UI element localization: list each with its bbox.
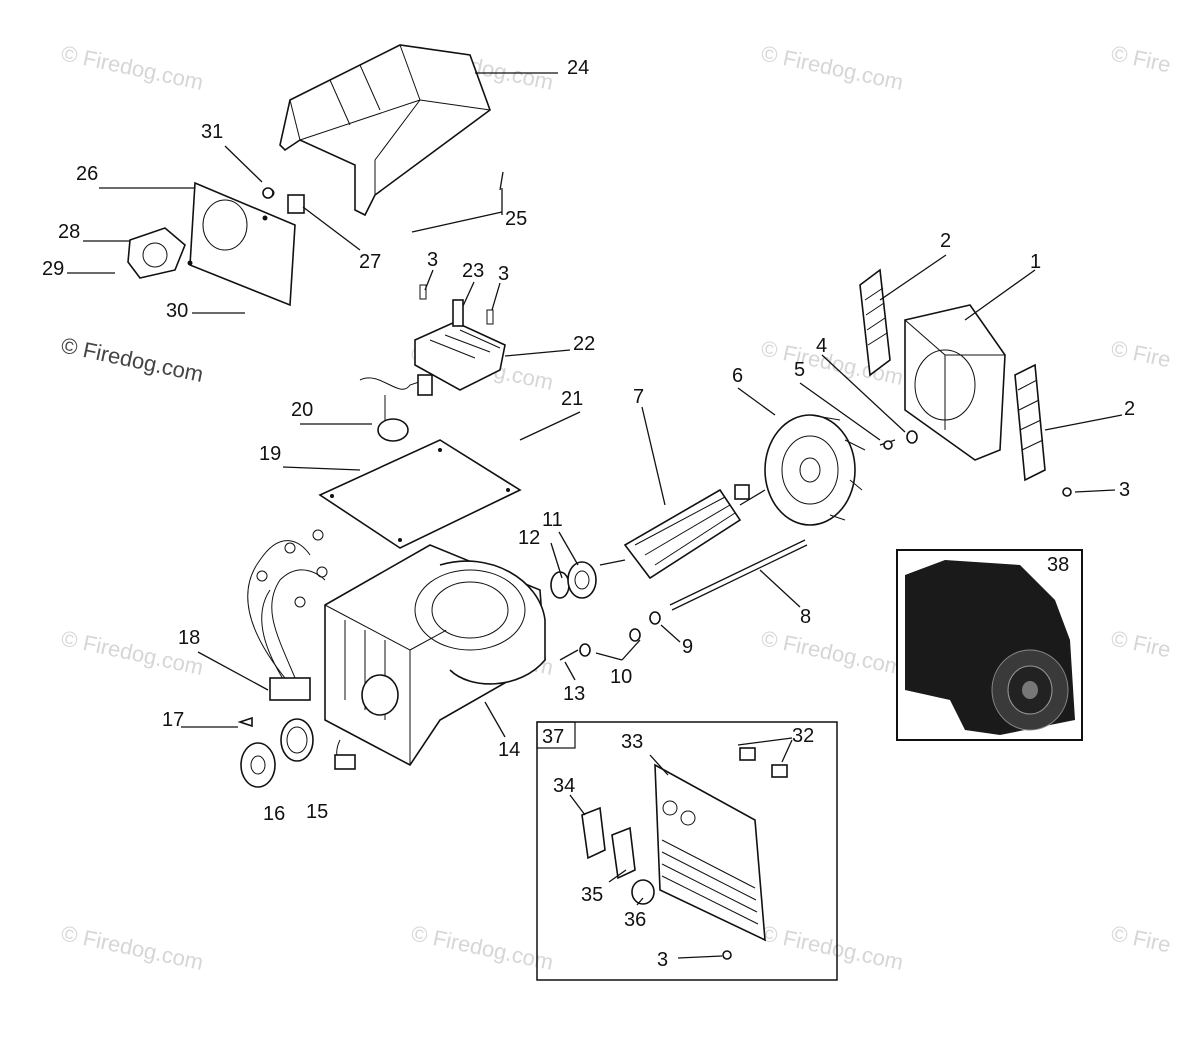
part-14-stator-housing bbox=[324, 544, 546, 770]
callout-19: 19 bbox=[259, 443, 281, 465]
callout-2: 2 bbox=[1124, 398, 1135, 420]
callout-17: 17 bbox=[162, 709, 184, 731]
callout-1: 1 bbox=[1030, 251, 1041, 273]
callout-labels: 24 31 26 25 28 27 29 30 3 23 3 22 20 19 … bbox=[42, 57, 1135, 971]
callout-21: 21 bbox=[561, 388, 583, 410]
part-1-end-bell bbox=[904, 304, 1006, 461]
callout-13: 13 bbox=[563, 683, 585, 705]
part-28-outlet bbox=[127, 227, 186, 279]
part-10-nut bbox=[579, 628, 641, 657]
watermark: © Firedog.com bbox=[759, 920, 906, 975]
callout-24: 24 bbox=[567, 57, 589, 79]
part-11-bearing bbox=[567, 561, 597, 599]
watermark: © Firedog.com bbox=[759, 40, 906, 95]
callout-23: 23 bbox=[462, 260, 484, 282]
watermark: © Fire bbox=[1109, 335, 1173, 372]
part-6-fan bbox=[764, 414, 866, 526]
watermark-prominent: © Firedog.com bbox=[59, 332, 206, 387]
callout-16: 16 bbox=[263, 803, 285, 825]
callout-31: 31 bbox=[201, 121, 223, 143]
callout-34: 34 bbox=[553, 775, 575, 797]
callout-29: 29 bbox=[42, 258, 64, 280]
callout-12: 12 bbox=[518, 527, 540, 549]
callout-38: 38 bbox=[1047, 554, 1069, 576]
part-17-screw bbox=[237, 716, 253, 728]
callout-3: 3 bbox=[427, 249, 438, 271]
callout-36: 36 bbox=[624, 909, 646, 931]
part-4-washer bbox=[906, 430, 918, 444]
part-15-bearing bbox=[280, 718, 314, 762]
callout-5: 5 bbox=[794, 359, 805, 381]
callout-10: 10 bbox=[610, 666, 632, 688]
callout-32: 32 bbox=[792, 725, 814, 747]
inset-37-control-panel bbox=[536, 721, 838, 981]
callout-30: 30 bbox=[166, 300, 188, 322]
part-5-bolt bbox=[879, 439, 896, 450]
callout-6: 6 bbox=[732, 365, 743, 387]
part-16-end-cap bbox=[240, 742, 276, 788]
part-2-grille-upper bbox=[859, 268, 891, 377]
callout-9: 9 bbox=[682, 636, 693, 658]
part-2-grille-lower bbox=[1014, 363, 1046, 482]
watermark: © Fire bbox=[1109, 625, 1173, 662]
callout-26: 26 bbox=[76, 163, 98, 185]
part-7-rotor bbox=[599, 484, 766, 580]
callout-8: 8 bbox=[800, 606, 811, 628]
part-22-terminal-block bbox=[414, 284, 506, 391]
inset-38-generator-photo bbox=[896, 549, 1083, 741]
watermark: © Firedog.com bbox=[59, 40, 206, 95]
leader-lines bbox=[67, 72, 1123, 959]
callout-2: 2 bbox=[940, 230, 951, 252]
callout-20: 20 bbox=[291, 399, 313, 421]
callout-18: 18 bbox=[178, 627, 200, 649]
part-31-nut bbox=[262, 187, 274, 199]
callout-15: 15 bbox=[306, 801, 328, 823]
watermark: © Firedog.com bbox=[59, 920, 206, 975]
callout-27: 27 bbox=[359, 251, 381, 273]
callout-22: 22 bbox=[573, 333, 595, 355]
callout-7: 7 bbox=[633, 386, 644, 408]
callout-4: 4 bbox=[816, 335, 827, 357]
part-24-top-cover bbox=[279, 44, 491, 217]
part-19-cover-plate bbox=[318, 439, 522, 549]
watermark: © Firedog.com bbox=[759, 625, 906, 680]
callout-28: 28 bbox=[58, 221, 80, 243]
callout-3: 3 bbox=[498, 263, 509, 285]
callout-35: 35 bbox=[581, 884, 603, 906]
part-20-capacitor bbox=[359, 374, 433, 442]
part-12-ring bbox=[550, 571, 570, 599]
part-3-screw-right bbox=[1062, 487, 1072, 497]
part-13-stud bbox=[559, 649, 579, 661]
watermark: © Fire bbox=[1109, 40, 1173, 77]
callout-3: 3 bbox=[657, 949, 668, 971]
watermark: © Firedog.com bbox=[409, 920, 556, 975]
callout-3: 3 bbox=[1119, 479, 1130, 501]
watermark: © Fire bbox=[1109, 920, 1173, 957]
callout-25: 25 bbox=[505, 208, 527, 230]
part-9-washer bbox=[649, 611, 661, 625]
part-18-wiring-harness bbox=[247, 529, 328, 701]
callout-37: 37 bbox=[542, 726, 564, 748]
callout-14: 14 bbox=[498, 739, 520, 761]
part-26-panel-plate bbox=[187, 181, 296, 307]
callout-33: 33 bbox=[621, 731, 643, 753]
part-8-through-bolt bbox=[669, 539, 808, 611]
callout-11: 11 bbox=[542, 509, 563, 531]
